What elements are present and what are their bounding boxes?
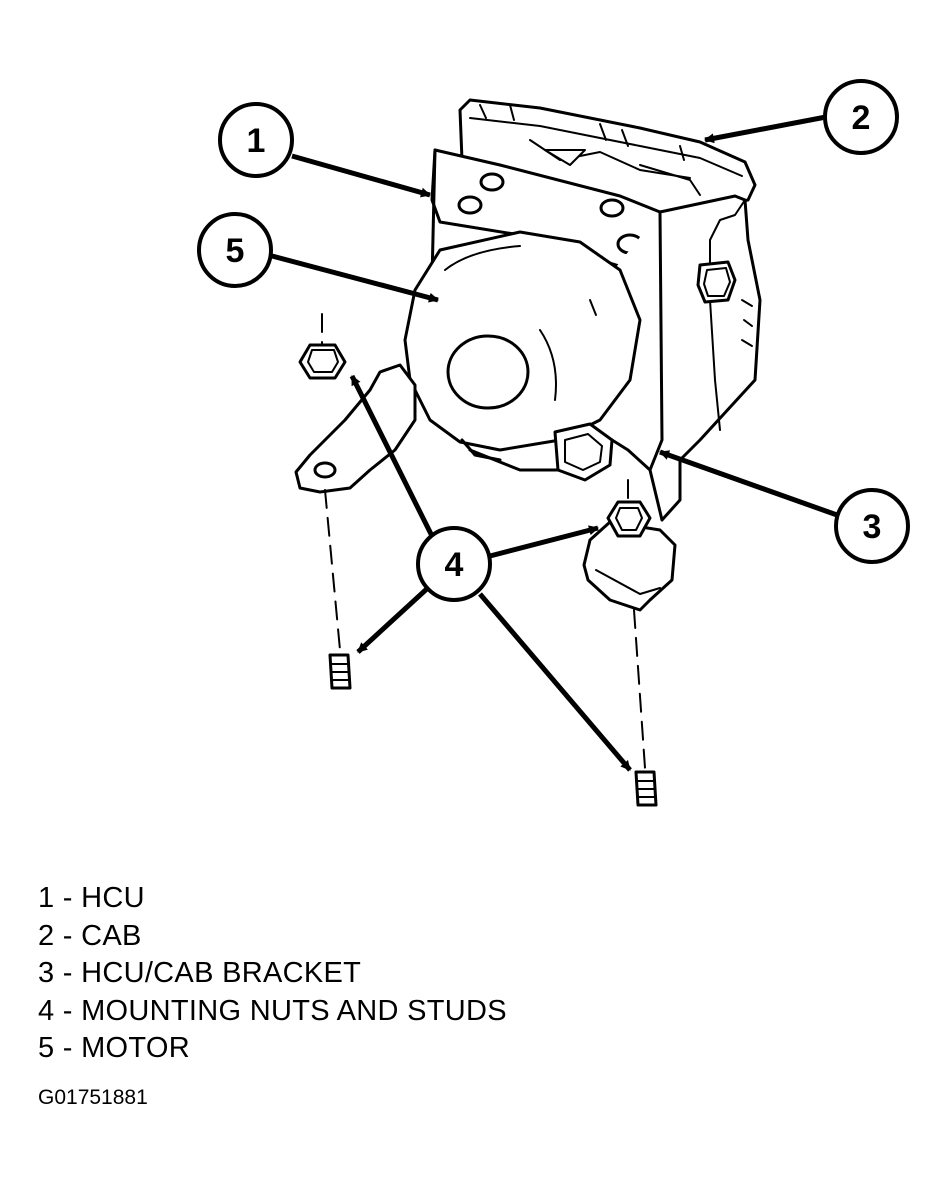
leader-arrow-5 [271, 253, 439, 303]
abs-module-diagram: 1 2 3 4 5 [197, 79, 910, 807]
legend-item: 2 - CAB [38, 919, 142, 952]
right-nut-drawing [606, 500, 652, 538]
left-nut-drawing [298, 343, 347, 380]
leader-arrows [271, 114, 838, 772]
callout-3: 3 [834, 488, 910, 564]
callout-1: 1 [218, 102, 294, 178]
callout-4: 4 [416, 526, 492, 602]
leader-arrow-2 [704, 114, 827, 144]
leader-arrow-3 [659, 449, 838, 518]
right-stud-drawing [634, 770, 658, 807]
legend-item: 4 - MOUNTING NUTS AND STUDS [38, 994, 507, 1027]
parts-legend: 1 - HCU 2 - CAB 3 - HCU/CAB BRACKET 4 - … [38, 880, 507, 1068]
alignment-lines [321, 313, 646, 769]
leader-arrow-4-stud-right [478, 592, 632, 772]
leader-arrow-4-nut-left [349, 374, 436, 540]
legend-item: 5 - MOTOR [38, 1032, 191, 1064]
legend-item: 1 - HCU [38, 882, 145, 914]
legend-item: 3 - HCU/CAB BRACKET [38, 957, 362, 989]
callout-1-number: 1 [247, 122, 266, 160]
callout-5: 5 [197, 212, 273, 288]
figure-id: G01751881 [38, 1086, 148, 1109]
abs-unit-drawing [294, 98, 762, 807]
callout-3-number: 3 [863, 508, 882, 546]
left-stud-drawing [328, 653, 352, 690]
callout-2: 2 [823, 79, 899, 155]
left-bracket-foot-drawing [294, 363, 417, 494]
motor-drawing [403, 230, 642, 482]
callout-4-number: 4 [445, 546, 464, 584]
leader-arrow-4-nut-right [489, 525, 599, 559]
callout-2-number: 2 [852, 99, 871, 137]
leader-arrow-4-stud-left [356, 584, 432, 654]
callout-5-number: 5 [226, 232, 245, 270]
leader-arrow-1 [291, 153, 431, 198]
